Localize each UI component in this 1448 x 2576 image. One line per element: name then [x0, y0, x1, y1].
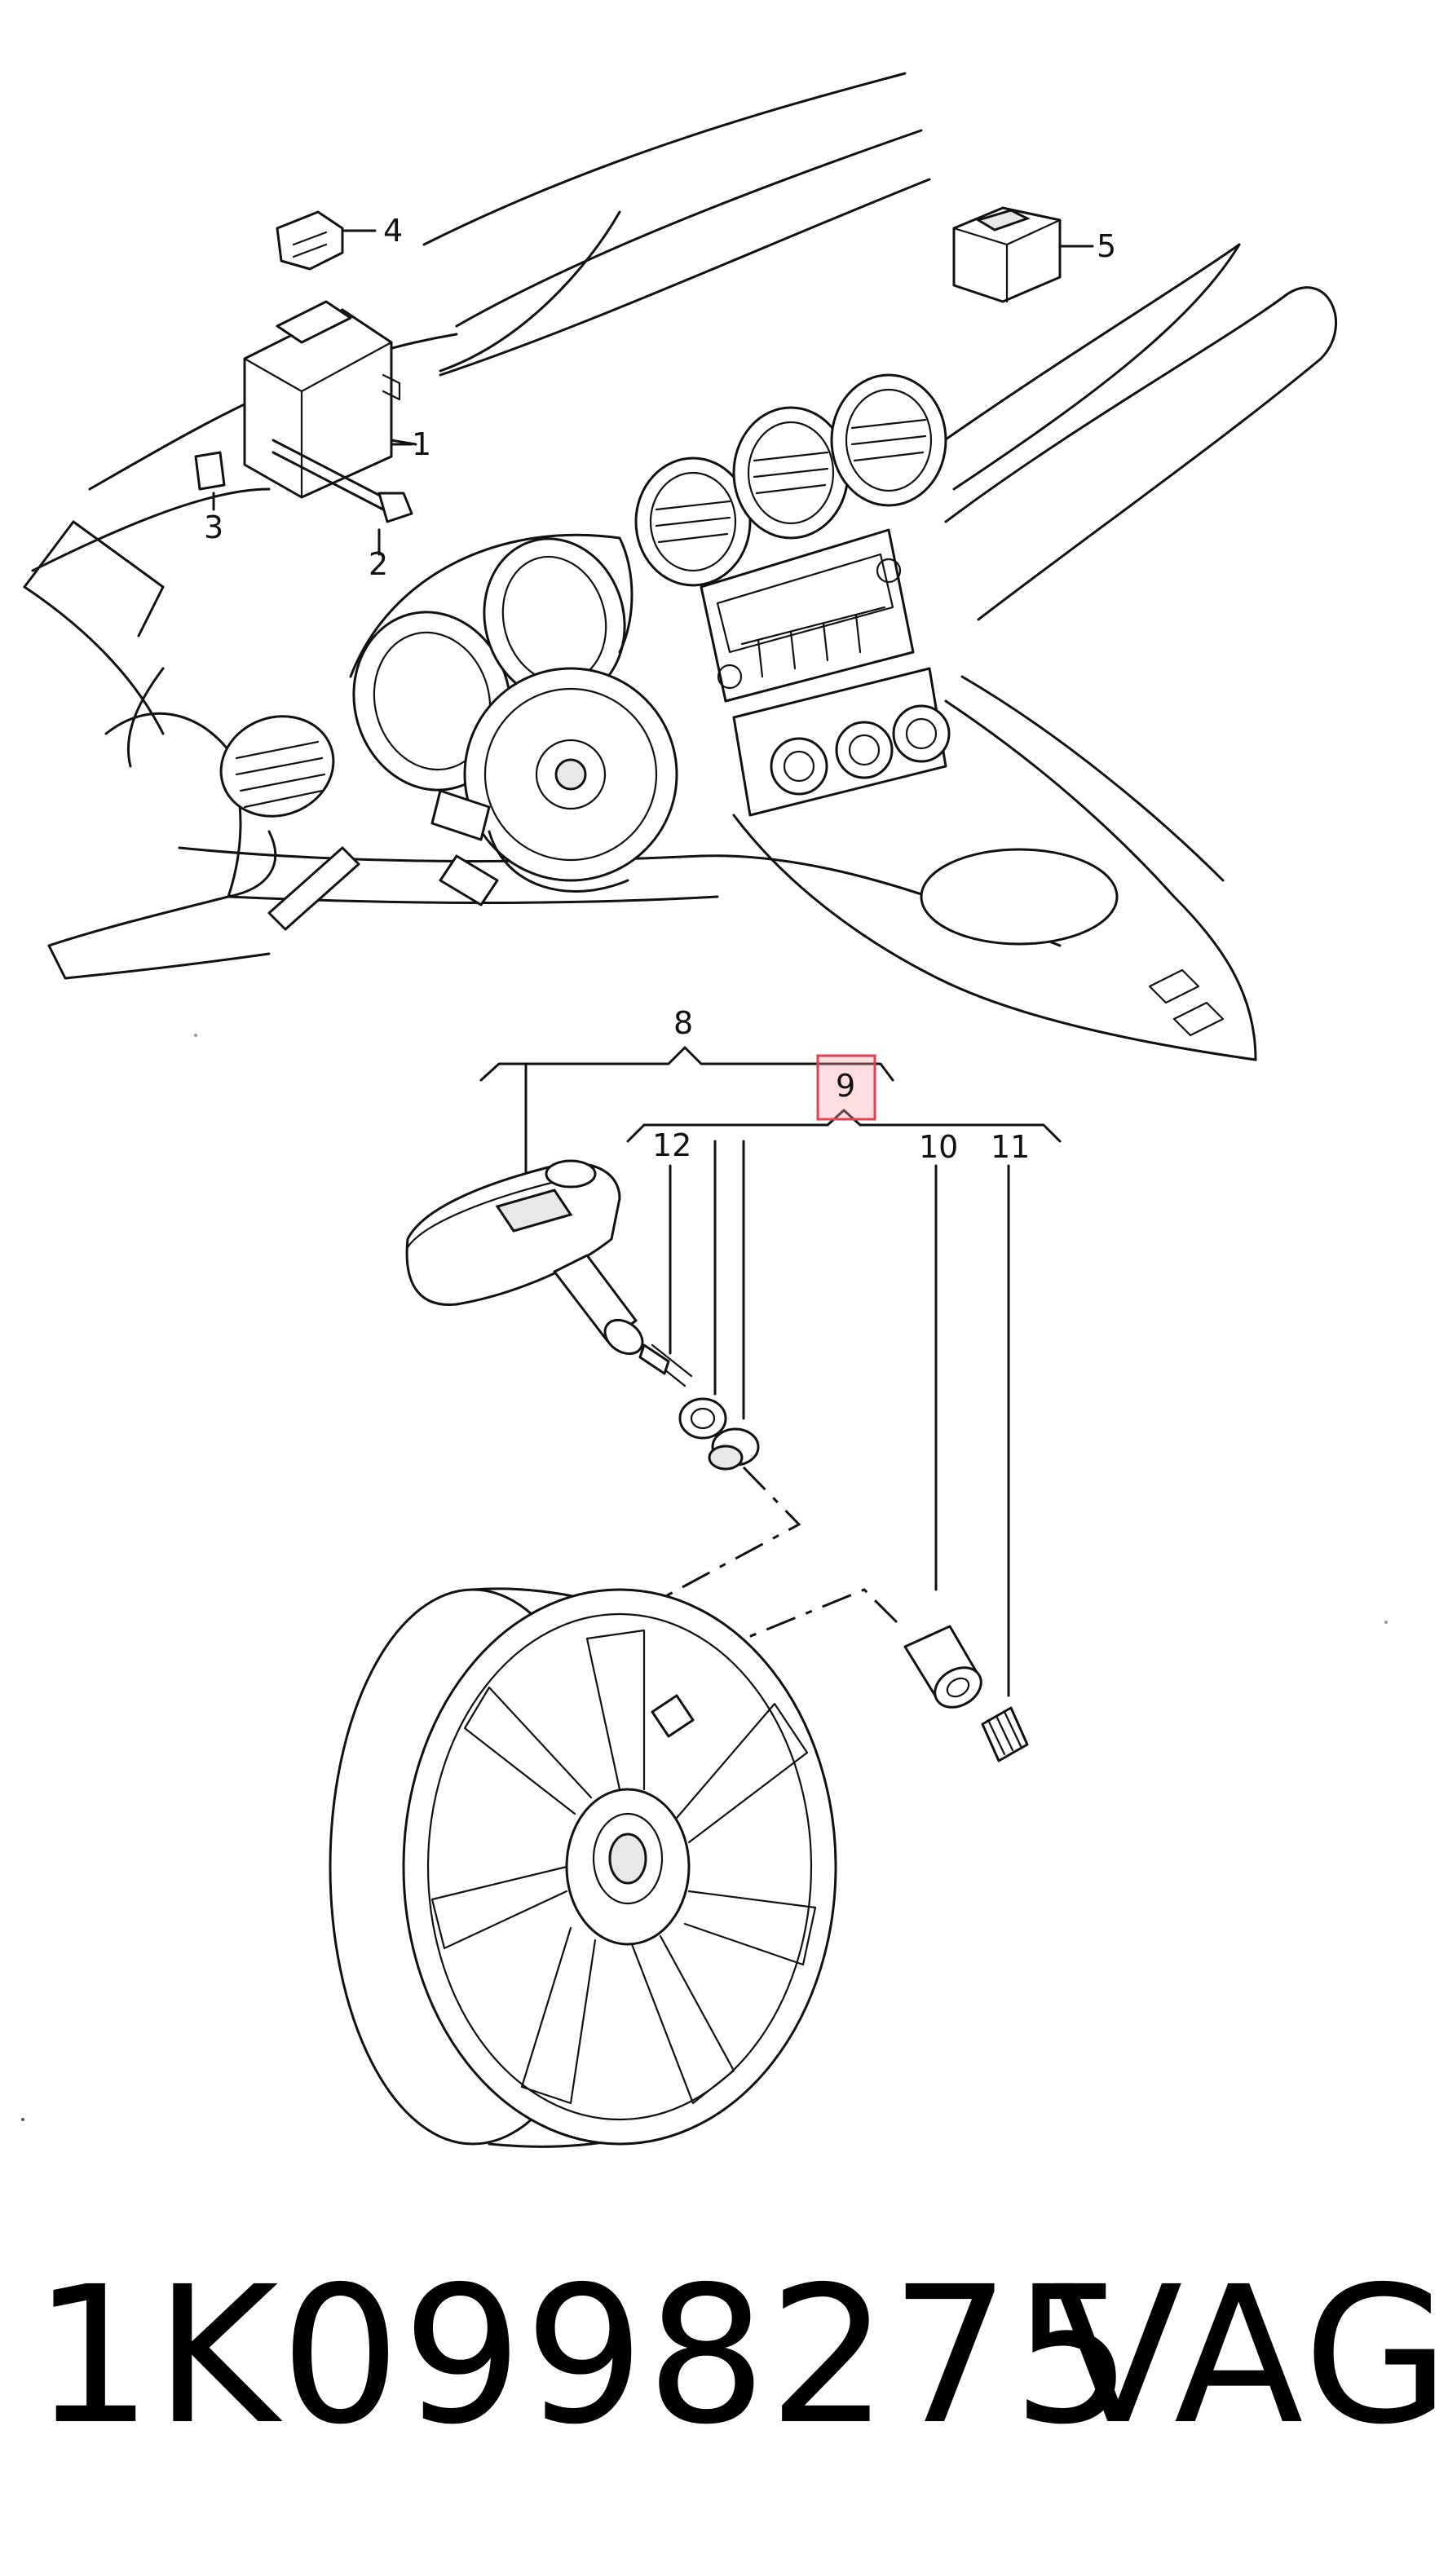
switch-part-5 [952, 206, 1094, 303]
alloy-wheel [329, 1587, 837, 2148]
control-module-part-1 [243, 300, 417, 499]
callout-2: 2 [369, 546, 388, 582]
valve-core-part-12 [638, 1343, 670, 1375]
brand-label: VAG [1053, 2246, 1448, 2466]
callout-11: 11 [991, 1129, 1030, 1165]
speck [21, 2118, 24, 2121]
callout-5: 5 [1097, 228, 1116, 264]
callout-8: 8 [673, 1005, 693, 1041]
bracket-group-9 [626, 1109, 1062, 1697]
radio-head-unit [700, 528, 915, 703]
speck [194, 1034, 197, 1037]
callout-3: 3 [204, 509, 223, 545]
connector-part-4 [276, 210, 377, 271]
callout-4: 4 [383, 213, 403, 249]
valve-nut-part-10 [903, 1625, 982, 1709]
speck [1384, 1621, 1388, 1624]
callout-12: 12 [652, 1127, 691, 1163]
callout-9-highlight [816, 1054, 876, 1121]
leader-lines-dashboard [212, 443, 413, 552]
bracket-group-8 [479, 1046, 894, 1176]
tpms-sensor [405, 1159, 693, 1387]
callout-1: 1 [412, 426, 431, 462]
valve-cap-part-11 [981, 1706, 1029, 1762]
grommet [708, 1427, 760, 1471]
center-vents [634, 373, 947, 587]
climate-controls [732, 667, 951, 817]
footer: 1K0998275 VAG [33, 2246, 1448, 2466]
callout-10: 10 [919, 1129, 958, 1165]
washer [678, 1397, 727, 1440]
part-number: 1K0998275 [33, 2246, 1134, 2466]
callout-labels: 1 2 3 4 5 8 9 10 11 12 [204, 213, 1116, 1165]
callout-9: 9 [836, 1068, 855, 1104]
dashboard-illustration [23, 72, 1337, 1061]
